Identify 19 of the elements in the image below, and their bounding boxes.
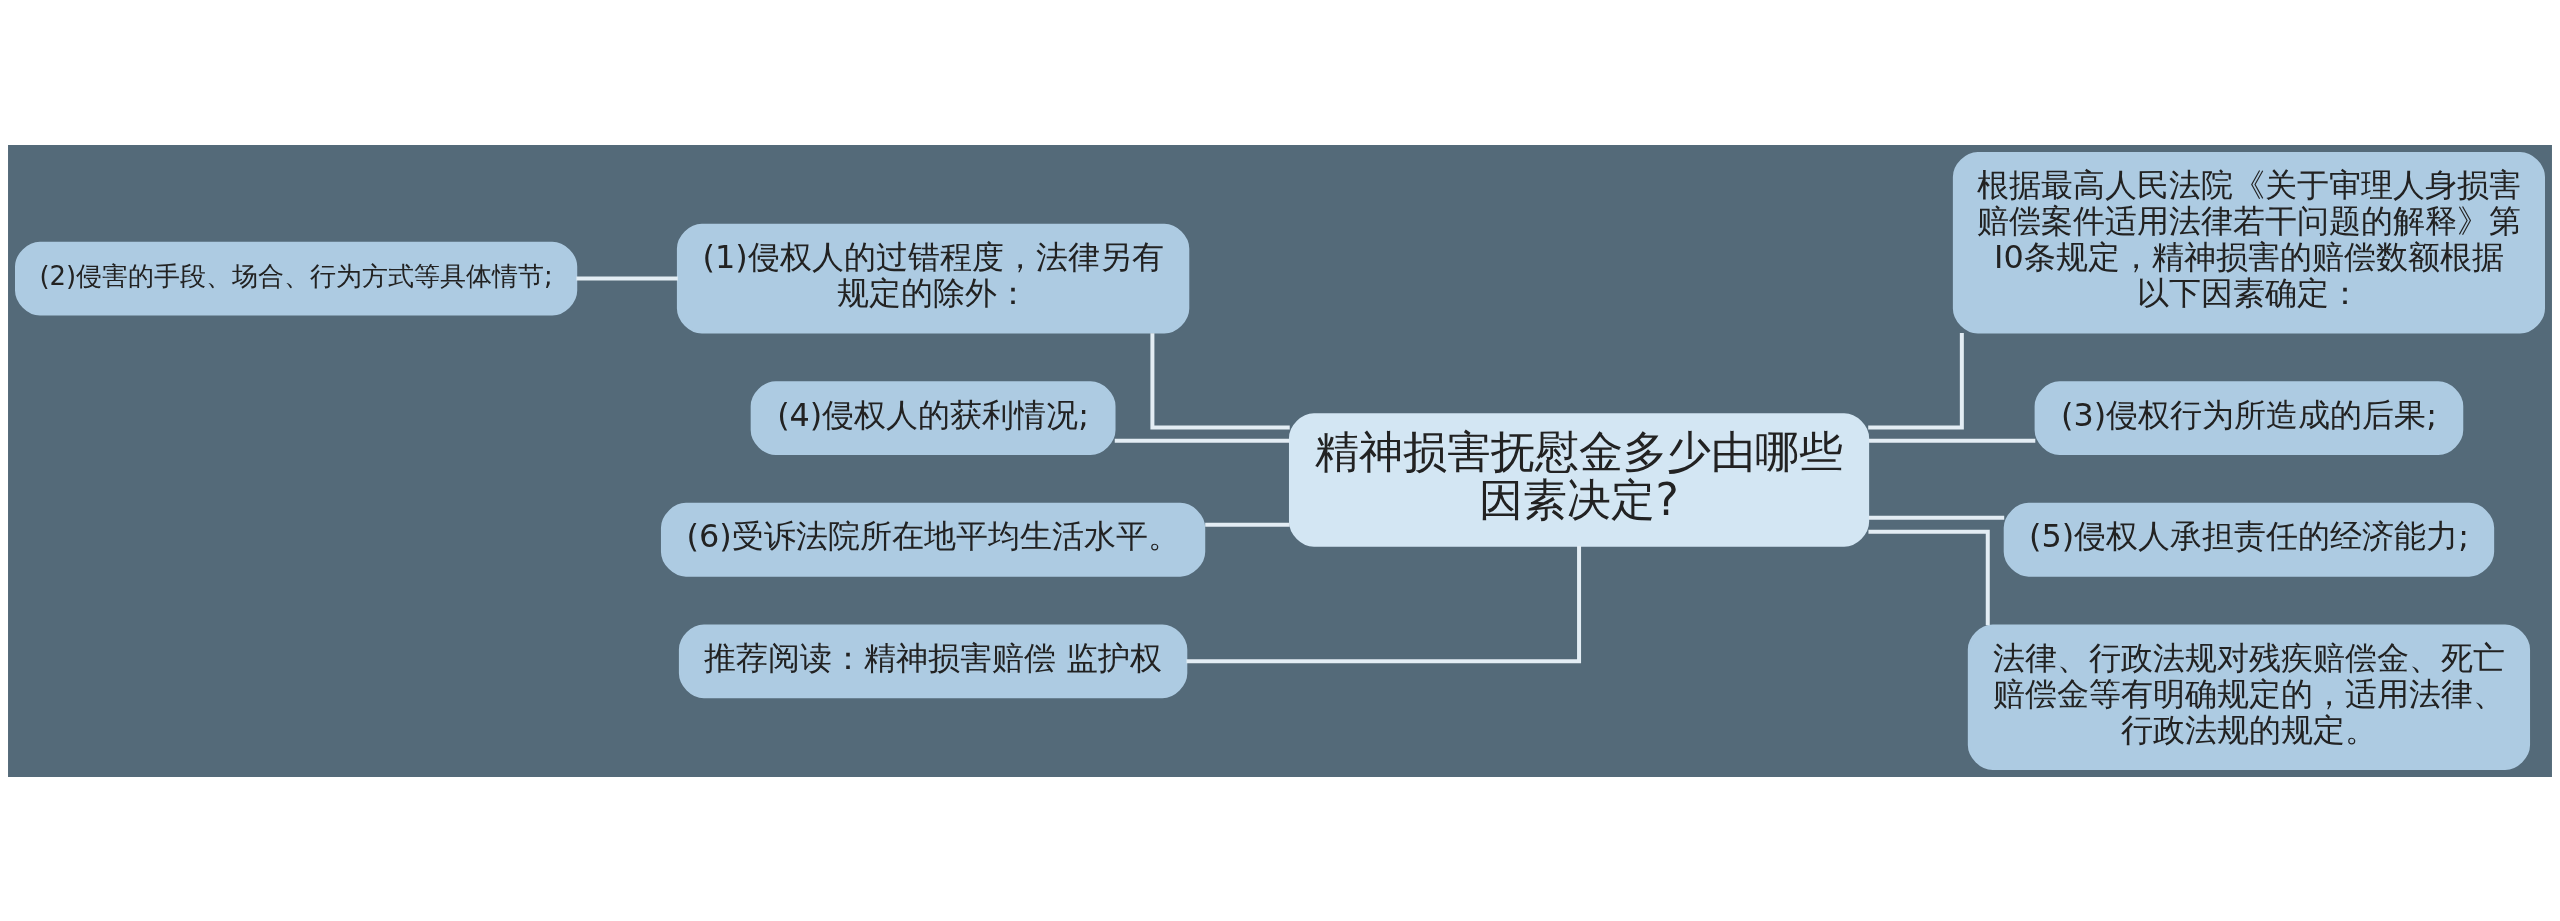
connector [1114,438,1290,443]
node-box: (4)侵权人的获利情况; [750,380,1116,455]
connector [1150,332,1290,429]
connector [1869,515,2005,520]
node-box: 法律、行政法规对残疾赔偿金、死亡赔偿金等有明确规定的，适用法律、行政法规的规定。 [1967,624,2531,770]
connector [1186,545,1582,663]
node-box: (6)受诉法院所在地平均生活水平。 [660,502,1206,577]
node-box: (2)侵害的手段、场合、行为方式等具体情节; [15,241,578,315]
connector [1869,438,2036,443]
connector [576,276,678,281]
node-box: 推荐阅读：精神损害赔偿 监护权 [678,624,1188,698]
node-box: (1)侵权人的过错程度，法律另有规定的除外： [676,223,1190,333]
connector [1868,529,1990,625]
node-box: 根据最高人民法院《关于审理人身损害赔偿案件适用法律若干问题的解释》第I0条规定，精神损害的赔偿数额根据以下因素确定： [1952,151,2545,333]
node-box: 精神损害抚慰金多少由哪些因素决定? [1288,412,1870,547]
node-box: (5)侵权人承担责任的经济能力; [2003,502,2495,577]
connector [1205,522,1290,527]
connector [1868,332,1964,429]
node-box: (3)侵权行为所造成的后果; [2034,380,2464,455]
